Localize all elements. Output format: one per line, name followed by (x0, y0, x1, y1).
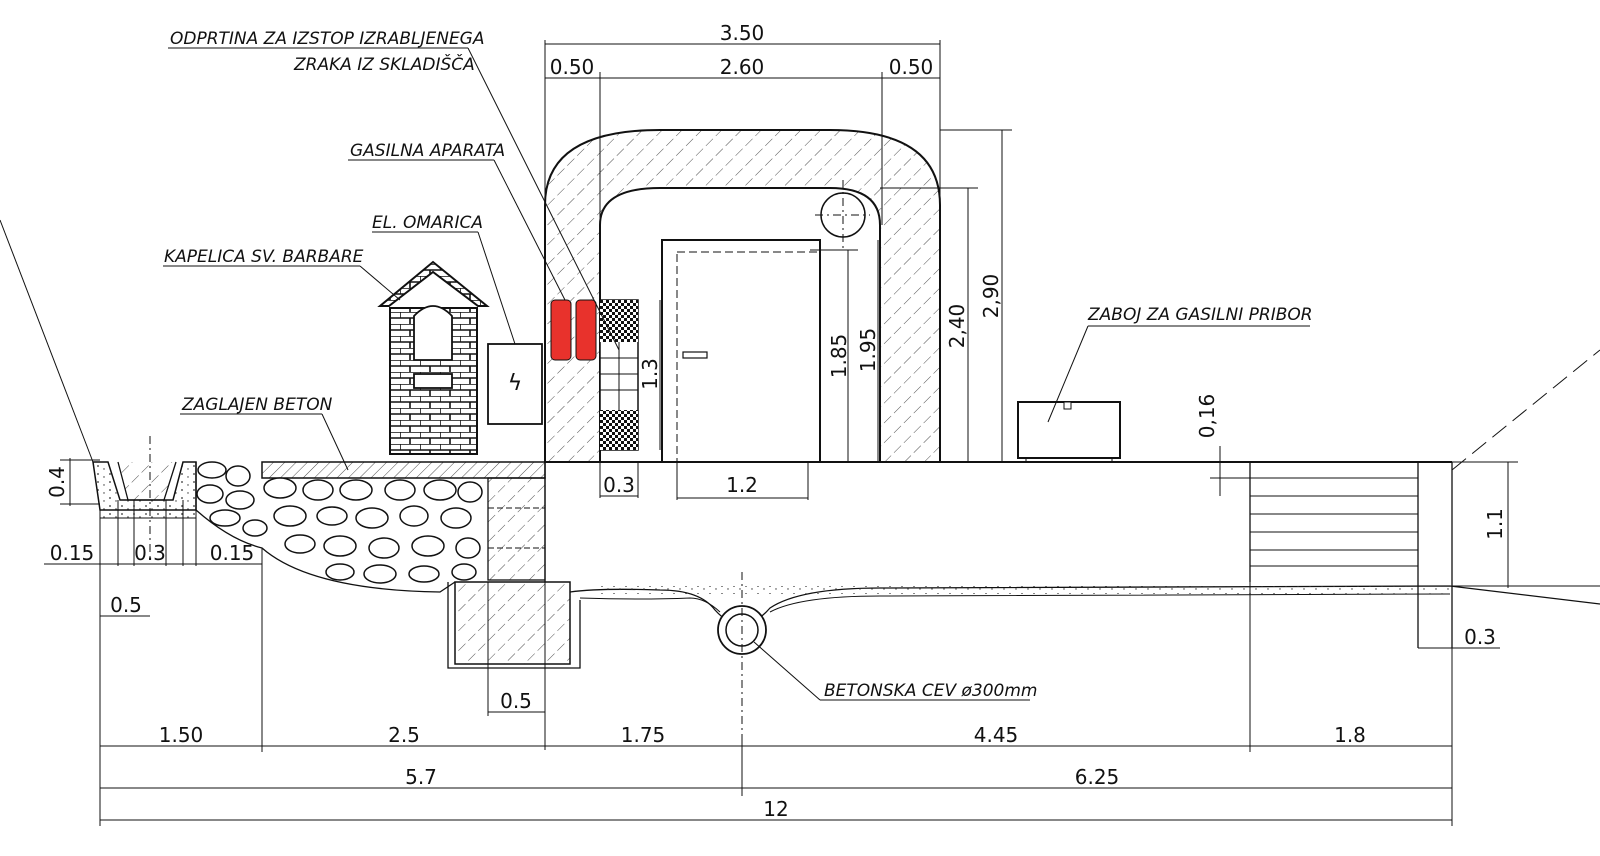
label-extinguishers: GASILNA APARATA (350, 141, 505, 161)
dim-d03: 0.3 (134, 541, 166, 565)
label-fire-box: ZABOJ ZA GASILNI PRIBOR (1087, 305, 1313, 325)
chapel (377, 260, 490, 455)
label-vent-line1: ODPRTINA ZA IZSTOP IZRABLJENEGA (170, 29, 484, 49)
vent-grille (599, 299, 639, 451)
electric-box: ϟ (487, 343, 543, 425)
dim-b625: 6.25 (1075, 765, 1120, 789)
dim-w12-door: 1.2 (726, 473, 758, 497)
leader-lines (0, 47, 1310, 701)
stairs (1249, 462, 1453, 648)
dimension-lines (44, 40, 1518, 826)
dim-b175: 1.75 (621, 723, 666, 747)
extinguisher-right (575, 299, 597, 361)
annotation-labels: ODPRTINA ZA IZSTOP IZRABLJENEGA ZRAKA IZ… (164, 29, 1313, 701)
dim-top-total: 3.50 (720, 21, 765, 45)
dim-top-mid: 2.60 (720, 55, 765, 79)
dim-h185: 1.85 (827, 334, 851, 379)
dim-w03-vent: 0.3 (603, 473, 635, 497)
stone-fill (196, 461, 483, 584)
drainage-gutter (92, 436, 197, 560)
label-smooth-concrete: ZAGLAJEN BETON (181, 395, 333, 415)
fire-extinguishers (550, 299, 597, 361)
label-vent-line2: ZRAKA IZ SKLADIŠČA (293, 53, 475, 75)
dim-b445: 4.45 (974, 723, 1019, 747)
dim-h195: 1.95 (856, 328, 880, 373)
door-handle (682, 351, 708, 359)
dim-d015a: 0.15 (50, 541, 95, 565)
dim-h11: 1.1 (1483, 508, 1507, 540)
dim-d015b: 0.15 (210, 541, 255, 565)
extinguisher-left (550, 299, 572, 361)
dim-b57: 5.7 (405, 765, 437, 789)
fire-equipment-box (1017, 401, 1121, 462)
label-el-box: EL. OMARICA (372, 213, 483, 233)
dim-h016: 0,16 (1195, 394, 1219, 439)
lightning-bolt-icon: ϟ (508, 371, 523, 396)
dim-h290: 2,90 (979, 274, 1003, 319)
dim-h13: 1.3 (638, 358, 662, 390)
dim-h240: 2,40 (945, 304, 969, 349)
door (661, 239, 821, 463)
dim-b25: 2.5 (388, 723, 420, 747)
dim-d05a: 0.5 (110, 593, 142, 617)
dim-b18: 1.8 (1334, 723, 1366, 747)
concrete-pipe (717, 572, 767, 800)
dim-w03-right: 0.3 (1464, 625, 1496, 649)
platform (92, 349, 1600, 800)
dimension-values: 3.50 0.50 2.60 0.50 1.85 1.95 2,40 2,90 … (45, 21, 1507, 821)
dim-top-left: 0.50 (550, 55, 595, 79)
label-chapel: KAPELICA SV. BARBARE (164, 247, 364, 267)
label-pipe: BETONSKA CEV ø300mm (824, 681, 1037, 701)
dim-b12: 12 (763, 797, 788, 821)
storage-shelter (544, 129, 941, 463)
dim-b150: 1.50 (159, 723, 204, 747)
dim-h04: 0.4 (45, 466, 69, 498)
dim-top-right: 0.50 (889, 55, 934, 79)
dim-d05b: 0.5 (500, 689, 532, 713)
